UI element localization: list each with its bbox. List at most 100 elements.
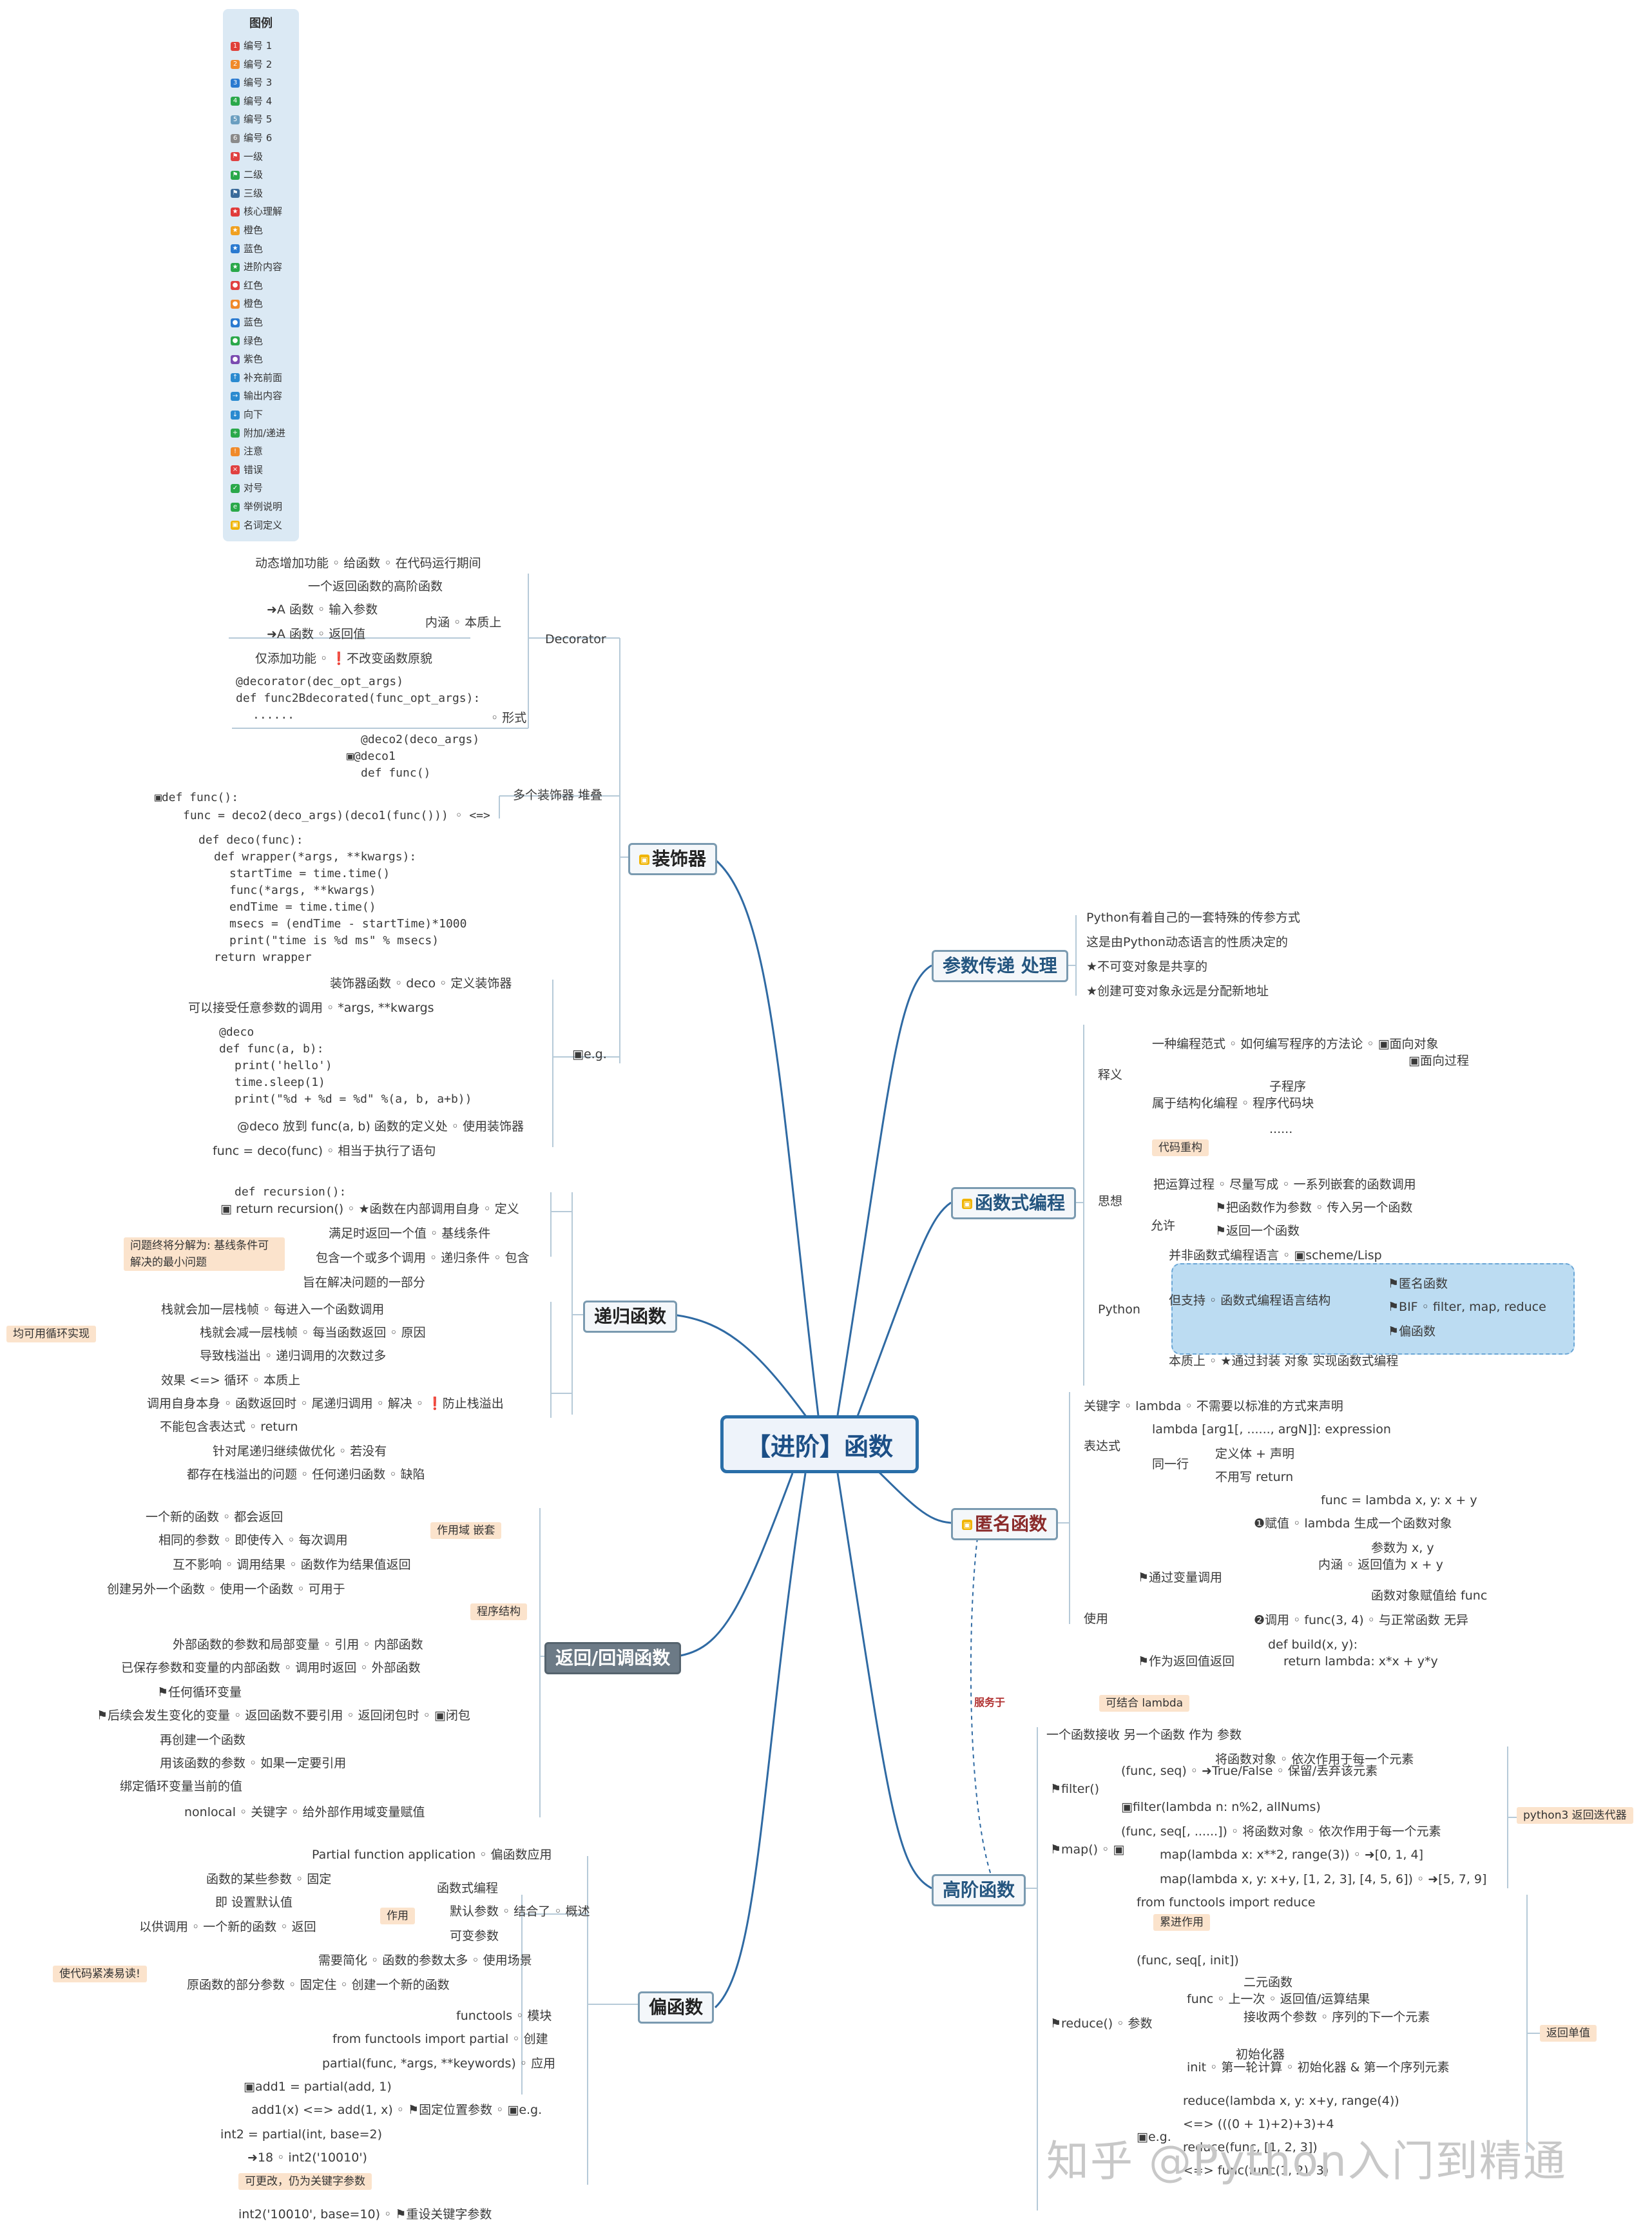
mindmap-node[interactable]: int2 = partial(int, base=2) (220, 2127, 382, 2142)
mindmap-node[interactable]: 同一行 (1152, 1457, 1189, 1471)
mindmap-node[interactable]: func ◦ 上一次 ◦ 返回值/运算结果 (1187, 1992, 1370, 2006)
mindmap-node[interactable]: 调用自身本身 ◦ 函数返回时 ◦ 尾递归调用 ◦ 解决 ◦ ❗防止栈溢出 (147, 1397, 504, 1411)
mindmap-node[interactable]: 都存在栈溢出的问题 ◦ 任何递归函数 ◦ 缺陷 (187, 1467, 425, 1482)
mindmap-node[interactable]: 以供调用 ◦ 一个新的函数 ◦ 返回 (139, 1920, 316, 1934)
branch-anonymous[interactable]: ▣匿名函数 (951, 1508, 1059, 1540)
mindmap-node[interactable]: 仅添加功能 ◦ ❗不改变函数原貌 (255, 652, 432, 666)
mindmap-node[interactable]: ⚑通过变量调用 (1138, 1571, 1223, 1585)
mindmap-node[interactable]: map(lambda x, y: x+y, [1, 2, 3], [4, 5, … (1160, 1872, 1487, 1886)
mindmap-node[interactable]: 相同的参数 ◦ 即使传入 ◦ 每次调用 (158, 1533, 348, 1547)
mindmap-node[interactable]: Python (1098, 1302, 1140, 1317)
mindmap-node[interactable]: <=> (((0 + 1)+2)+3)+4 (1183, 2117, 1334, 2131)
mindmap-node[interactable]: 将函数对象 ◦ 依次作用于每一个元素 (1215, 1752, 1414, 1766)
mindmap-node[interactable]: 接收两个参数 ◦ 序列的下一个元素 (1244, 2010, 1430, 2024)
mindmap-node[interactable]: ➜A 函数 ◦ 输入参数 (267, 603, 378, 617)
mindmap-node[interactable]: ▣面向过程 (1408, 1054, 1469, 1068)
mindmap-node[interactable]: 内涵 ◦ 返回值为 x + y (1318, 1558, 1443, 1572)
mindmap-node[interactable]: endTime = time.time() (229, 900, 376, 914)
branch-recursion[interactable]: 递归函数 (583, 1301, 678, 1333)
mindmap-node[interactable]: 一个返回函数的高阶函数 (308, 579, 443, 594)
mindmap-node[interactable]: time.sleep(1) (235, 1076, 325, 1089)
mindmap-node[interactable]: ▣@deco1 (347, 750, 396, 763)
mindmap-node[interactable]: 一个新的函数 ◦ 都会返回 (146, 1510, 283, 1524)
mindmap-node[interactable]: ★创建可变对象永远是分配新地址 (1086, 984, 1269, 998)
mindmap-node[interactable]: ⚑filter() (1050, 1782, 1100, 1796)
mindmap-node[interactable]: <=> func(func(1, 2), 3) (1183, 2163, 1329, 2178)
mindmap-node[interactable]: 再创建一个函数 (160, 1733, 246, 1747)
mindmap-node[interactable]: ❶赋值 ◦ lambda 生成一个函数对象 (1254, 1516, 1452, 1531)
mindmap-node[interactable]: @deco 放到 func(a, b) 函数的定义处 ◦ 使用装饰器 (237, 1119, 524, 1134)
mindmap-node[interactable]: 函数的某些参数 ◦ 固定 (206, 1872, 332, 1886)
mindmap-node[interactable]: add1(x) <=> add(1, x) ◦ ⚑固定位置参数 ◦ ▣e.g. (251, 2103, 543, 2117)
mindmap-node[interactable]: 已保存参数和变量的内部函数 ◦ 调用时返回 ◦ 外部函数 (121, 1661, 421, 1675)
mindmap-node[interactable]: 满足时返回一个值 ◦ 基线条件 (329, 1226, 491, 1241)
mindmap-node[interactable]: 子程序 (1269, 1079, 1307, 1094)
mindmap-node[interactable]: 函数式编程 (437, 1881, 499, 1895)
mindmap-node[interactable]: 本质上 ◦ ★通过封装 对象 实现函数式编程 (1169, 1354, 1399, 1368)
mindmap-node[interactable]: 绑定循环变量当前的值 (120, 1779, 243, 1794)
mindmap-node[interactable]: ⚑匿名函数 (1388, 1277, 1448, 1291)
mindmap-node[interactable]: @deco2(deco_args) (361, 733, 480, 746)
mindmap-node[interactable]: 用该函数的参数 ◦ 如果一定要引用 (160, 1756, 347, 1770)
mindmap-node[interactable]: 初始化器 (1236, 2047, 1285, 2062)
mindmap-node[interactable]: (func, seq[, ......]) ◦ 将函数对象 ◦ 依次作用于每一个… (1121, 1824, 1441, 1839)
mindmap-node[interactable]: reduce(lambda x, y: x+y, range(4)) (1183, 2094, 1399, 2108)
mindmap-node[interactable]: 旨在解决问题的一部分 (303, 1275, 426, 1290)
mindmap-node[interactable]: ◦ 形式 (491, 711, 527, 725)
mindmap-node[interactable]: 把运算过程 ◦ 尽量写成 ◦ 一系列嵌套的函数调用 (1153, 1177, 1416, 1192)
mindmap-node[interactable]: def func2Bdecorated(func_opt_args): (236, 692, 481, 705)
mindmap-node[interactable]: ⚑reduce() ◦ 参数 (1050, 2017, 1153, 2031)
mindmap-node[interactable]: def deco(func): (198, 833, 303, 847)
mindmap-node[interactable]: 使用 (1084, 1612, 1109, 1626)
mindmap-node[interactable]: 包含一个或多个调用 ◦ 递归条件 ◦ 包含 (316, 1251, 530, 1265)
mindmap-node[interactable]: func = deco(func) ◦ 相当于执行了语句 (213, 1144, 436, 1158)
mindmap-node[interactable]: 导致栈溢出 ◦ 递归调用的次数过多 (200, 1349, 387, 1363)
mindmap-node[interactable]: 原函数的部分参数 ◦ 固定住 ◦ 创建一个新的函数 (187, 1978, 450, 1992)
mindmap-node[interactable]: 多个装饰器 堆叠 (513, 788, 603, 802)
mindmap-node[interactable]: 参数为 x, y (1371, 1541, 1434, 1555)
mindmap-node[interactable]: 并非函数式编程语言 ◦ ▣scheme/Lisp (1169, 1248, 1382, 1263)
mindmap-node[interactable]: ⚑偏函数 (1388, 1324, 1436, 1339)
mindmap-node[interactable]: def recursion(): (235, 1185, 347, 1199)
mindmap-node[interactable]: 效果 <=> 循环 ◦ 本质上 (161, 1373, 301, 1388)
mindmap-node[interactable]: lambda [arg1[, ......, argN]]: expressio… (1152, 1422, 1391, 1437)
mindmap-node[interactable]: map(lambda x: x**2, range(3)) ◦ ➜[0, 1, … (1160, 1848, 1423, 1862)
mindmap-node[interactable]: @decorator(dec_opt_args) (236, 675, 404, 688)
mindmap-node[interactable]: 这是由Python动态语言的性质决定的 (1086, 935, 1288, 949)
mindmap-node[interactable]: 思想 (1098, 1194, 1123, 1208)
mindmap-node[interactable]: 动态增加功能 ◦ 给函数 ◦ 在代码运行期间 (255, 556, 481, 570)
mindmap-node[interactable]: 内涵 ◦ 本质上 (425, 615, 502, 630)
mindmap-node[interactable]: 可以接受任意参数的调用 ◦ *args, **kwargs (188, 1001, 434, 1015)
mindmap-node[interactable]: func(*args, **kwargs) (229, 884, 376, 897)
mindmap-node[interactable]: from functools import reduce (1137, 1895, 1316, 1910)
mindmap-node[interactable]: ❷调用 ◦ func(3, 4) ◦ 与正常函数 无异 (1254, 1613, 1468, 1627)
mindmap-node[interactable]: return wrapper (214, 951, 312, 964)
mindmap-node[interactable]: 定义体 + 声明 (1215, 1447, 1294, 1461)
branch-functional[interactable]: ▣函数式编程 (951, 1187, 1077, 1219)
mindmap-node[interactable]: ➜A 函数 ◦ 返回值 (267, 627, 366, 641)
mindmap-node[interactable]: 函数对象赋值给 func (1371, 1589, 1488, 1603)
mindmap-node[interactable]: ▣filter(lambda n: n%2, allNums) (1121, 1800, 1321, 1814)
mindmap-node[interactable]: ⚑返回一个函数 (1215, 1224, 1300, 1238)
mindmap-node[interactable]: 表达式 (1084, 1439, 1121, 1453)
branch-partial[interactable]: 偏函数 (638, 1991, 715, 2024)
mindmap-node[interactable]: from functools import partial ◦ 创建 (332, 2032, 548, 2046)
mindmap-node[interactable]: 不能包含表达式 ◦ return (160, 1420, 298, 1434)
mindmap-node[interactable]: reduce(func, [1, 2, 3]) (1183, 2140, 1318, 2154)
mindmap-node[interactable]: ★不可变对象是共享的 (1086, 960, 1208, 974)
mindmap-node[interactable]: ⚑把函数作为参数 ◦ 传入另一个函数 (1215, 1201, 1413, 1215)
mindmap-node[interactable]: def func(a, b): (219, 1042, 324, 1056)
mindmap-node[interactable]: 针对尾递归继续做优化 ◦ 若没有 (213, 1444, 387, 1458)
mindmap-node[interactable]: 不用写 return (1215, 1470, 1294, 1484)
mindmap-node[interactable]: Partial function application ◦ 偏函数应用 (312, 1848, 552, 1862)
mindmap-node[interactable]: ▣ return recursion() ◦ ★函数在内部调用自身 ◦ 定义 (220, 1202, 519, 1216)
mindmap-node[interactable]: 外部函数的参数和局部变量 ◦ 引用 ◦ 内部函数 (173, 1638, 423, 1652)
mindmap-node[interactable]: 属于结构化编程 ◦ 程序代码块 (1152, 1096, 1314, 1110)
mindmap-node[interactable]: partial(func, *args, **keywords) ◦ 应用 (322, 2056, 556, 2071)
mindmap-node[interactable]: ...... (253, 708, 295, 722)
mindmap-node[interactable]: 但支持 ◦ 函数式编程语言结构 (1169, 1293, 1331, 1308)
mindmap-node[interactable]: 需要简化 ◦ 函数的参数太多 ◦ 使用场景 (318, 1953, 532, 1968)
mindmap-node[interactable]: def build(x, y): (1268, 1638, 1358, 1652)
mindmap-node[interactable]: func = lambda x, y: x + y (1321, 1493, 1477, 1507)
mindmap-node[interactable]: 即 设置默认值 (215, 1895, 293, 1910)
